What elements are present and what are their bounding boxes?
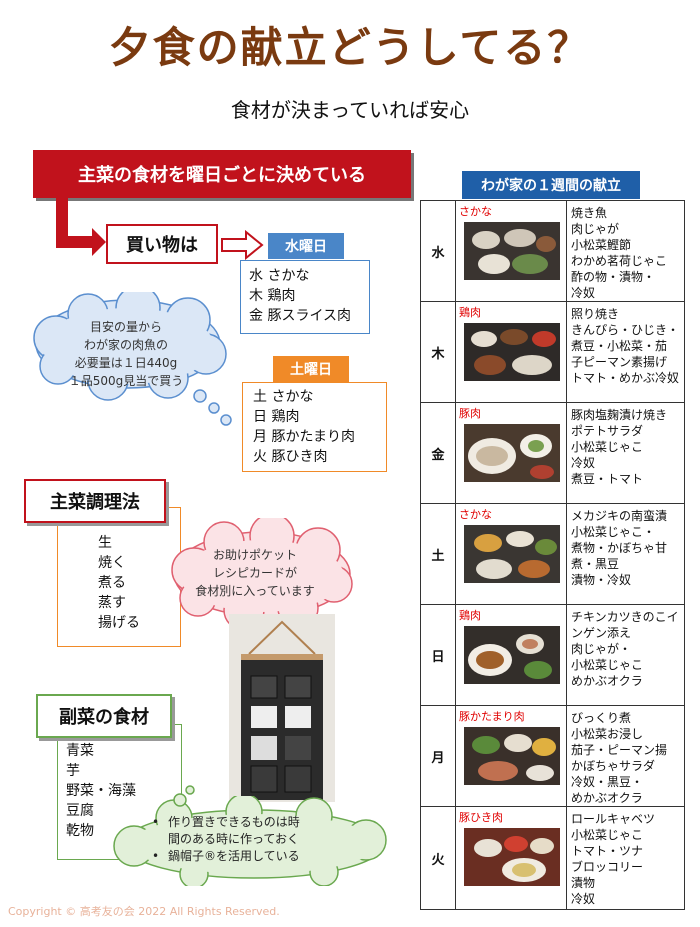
day-cell: 土 bbox=[420, 503, 456, 605]
food-cell: さかな bbox=[455, 503, 567, 605]
cloud-amount-line: 目安の量から bbox=[89, 320, 162, 334]
category-label: 豚かたまり肉 bbox=[459, 710, 525, 723]
cloud-amount-shape bbox=[33, 292, 232, 426]
dish-photo bbox=[464, 828, 560, 886]
side-dish-heading: 副菜の食材 bbox=[36, 694, 172, 738]
saturday-line: 日 鶏肉 bbox=[253, 409, 300, 425]
cloud-tips-shape bbox=[113, 796, 387, 886]
cloud-pocket-line: レシピカードが bbox=[212, 566, 297, 580]
cloud-amount: 目安の量から わが家の肉魚の 必要量は１日440g １品500g見当で買う bbox=[38, 318, 214, 390]
cooking-method: 揚げる bbox=[98, 615, 140, 631]
cloud-amount-line: １品500g見当で買う bbox=[68, 374, 184, 388]
category-label: さかな bbox=[459, 508, 492, 521]
side-dish-item: 青菜 bbox=[66, 743, 94, 759]
shopping-label: 買い物は bbox=[106, 224, 218, 264]
page-title: 夕食の献立どうしてる？ bbox=[108, 23, 592, 72]
bullet-icon: • bbox=[152, 815, 160, 829]
cloud-tips: • 作り置きできるものは時 間のある時に作っておく • 鍋帽子®を活用している bbox=[152, 814, 364, 865]
dish-photo bbox=[464, 626, 560, 684]
week-title: わが家の１週間の献立 bbox=[462, 171, 640, 199]
cooking-heading: 主菜調理法 bbox=[24, 479, 166, 523]
open-arrow-icon bbox=[221, 230, 264, 260]
category-label: 豚肉 bbox=[459, 407, 481, 420]
cloud-pocket-line: お助けポケット bbox=[212, 548, 297, 562]
menu-cell: びっくり煮 小松菜お浸し 茄子・ピーマン揚 かぼちゃサラダ 冷奴・黒豆・ めかぶ… bbox=[566, 705, 685, 807]
week-row: 木 鶏肉 照り焼き きんぴら・ひじき・ 煮豆・小松菜・茄 子ピーマン素揚げ トマ… bbox=[420, 301, 685, 403]
main-banner: 主菜の食材を曜日ごとに決めている bbox=[33, 150, 411, 198]
saturday-tag: 土曜日 bbox=[273, 356, 349, 382]
recipe-pocket-photo bbox=[229, 614, 335, 802]
pocket-organizer-image bbox=[229, 614, 335, 802]
l-arrow-icon bbox=[56, 198, 106, 256]
dish-photo bbox=[464, 727, 560, 785]
saturday-line: 火 豚ひき肉 bbox=[253, 449, 328, 465]
wednesday-list: 水 さかな 木 鶏肉 金 豚スライス肉 bbox=[240, 260, 370, 334]
week-row: 土 さかな メカジキの南蛮漬 小松菜じゃこ・ 煮物・かぼちゃ甘 煮・黒豆 漬物・… bbox=[420, 503, 685, 605]
food-cell: 鶏肉 bbox=[455, 604, 567, 706]
dish-photo bbox=[464, 525, 560, 583]
week-row: 日 鶏肉 チキンカツきのこイ ンゲン添え 肉じゃが・ 小松菜じゃこ めかぶオクラ bbox=[420, 604, 685, 706]
wednesday-line: 水 さかな bbox=[249, 268, 310, 284]
side-dish-item: 乾物 bbox=[66, 823, 94, 839]
day-cell: 水 bbox=[420, 200, 456, 302]
cloud-amount-line: 必要量は１日440g bbox=[74, 356, 178, 370]
food-cell: さかな bbox=[455, 200, 567, 302]
dish-photo bbox=[464, 424, 560, 482]
category-label: さかな bbox=[459, 205, 492, 218]
week-table: 水 さかな 焼き魚 肉じゃが 小松菜鰹節 わかめ茗荷じゃこ 酢の物・漬物・ 冷奴… bbox=[420, 200, 685, 910]
wednesday-tag: 水曜日 bbox=[268, 233, 344, 259]
saturday-line: 月 豚かたまり肉 bbox=[253, 429, 356, 445]
menu-cell: 豚肉塩麹漬け焼き ポテトサラダ 小松菜じゃこ 冷奴 煮豆・トマト bbox=[566, 402, 685, 504]
cooking-method: 生 bbox=[98, 535, 112, 551]
food-cell: 豚ひき肉 bbox=[455, 806, 567, 910]
wednesday-line: 木 鶏肉 bbox=[249, 288, 296, 304]
day-cell: 月 bbox=[420, 705, 456, 807]
category-label: 鶏肉 bbox=[459, 306, 481, 319]
menu-cell: 焼き魚 肉じゃが 小松菜鰹節 わかめ茗荷じゃこ 酢の物・漬物・ 冷奴 bbox=[566, 200, 685, 302]
food-cell: 鶏肉 bbox=[455, 301, 567, 403]
cloud-pocket: お助けポケット レシピカードが 食材別に入っています bbox=[170, 546, 340, 600]
cooking-method: 煮る bbox=[98, 575, 126, 591]
tip-item: • 作り置きできるものは時 bbox=[152, 814, 364, 831]
side-dish-item: 豆腐 bbox=[66, 803, 94, 819]
menu-cell: ロールキャベツ 小松菜じゃこ トマト・ツナ ブロッコリー 漬物 冷奴 bbox=[566, 806, 685, 910]
cloud-pocket-line: 食材別に入っています bbox=[195, 584, 315, 598]
tip-line: 作り置きできるものは時 bbox=[168, 815, 300, 829]
menu-cell: 照り焼き きんぴら・ひじき・ 煮豆・小松菜・茄 子ピーマン素揚げ トマト・めかぶ… bbox=[566, 301, 685, 403]
saturday-list: 土 さかな 日 鶏肉 月 豚かたまり肉 火 豚ひき肉 bbox=[242, 382, 387, 472]
saturday-line: 土 さかな bbox=[253, 389, 314, 405]
food-cell: 豚肉 bbox=[455, 402, 567, 504]
week-row: 金 豚肉 豚肉塩麹漬け焼き ポテトサラダ 小松菜じゃこ 冷奴 煮豆・トマト bbox=[420, 402, 685, 504]
bullet-icon: • bbox=[152, 849, 160, 863]
tip-line: 鍋帽子®を活用している bbox=[168, 849, 300, 863]
cloud-tips-tail-icon bbox=[173, 785, 195, 807]
side-dish-item: 芋 bbox=[66, 763, 80, 779]
week-row: 火 豚ひき肉 ロールキャベツ 小松菜じゃこ トマト・ツナ ブロッコリー 漬物 冷… bbox=[420, 806, 685, 910]
cloud-amount-line: わが家の肉魚の bbox=[83, 338, 168, 352]
day-cell: 木 bbox=[420, 301, 456, 403]
side-dish-item: 野菜・海藻 bbox=[66, 783, 136, 799]
week-row: 月 豚かたまり肉 びっくり煮 小松菜お浸し 茄子・ピーマン揚 かぼちゃサラダ 冷… bbox=[420, 705, 685, 807]
copyright-footer: Copyright © 高考友の会 2022 All Rights Reserv… bbox=[8, 905, 280, 918]
cooking-method: 蒸す bbox=[98, 595, 126, 611]
menu-cell: チキンカツきのこイ ンゲン添え 肉じゃが・ 小松菜じゃこ めかぶオクラ bbox=[566, 604, 685, 706]
tip-item: • 鍋帽子®を活用している bbox=[152, 848, 364, 865]
cooking-method: 焼く bbox=[98, 555, 126, 571]
dish-photo bbox=[464, 222, 560, 280]
day-cell: 日 bbox=[420, 604, 456, 706]
dish-photo bbox=[464, 323, 560, 381]
food-cell: 豚かたまり肉 bbox=[455, 705, 567, 807]
category-label: 豚ひき肉 bbox=[459, 811, 503, 824]
menu-cell: メカジキの南蛮漬 小松菜じゃこ・ 煮物・かぼちゃ甘 煮・黒豆 漬物・冷奴 bbox=[566, 503, 685, 605]
cloud-pocket-shape bbox=[171, 518, 353, 654]
tip-line: 間のある時に作っておく bbox=[168, 832, 300, 846]
page-subtitle: 食材が決まっていれば安心 bbox=[230, 98, 470, 122]
day-cell: 金 bbox=[420, 402, 456, 504]
category-label: 鶏肉 bbox=[459, 609, 481, 622]
wednesday-line: 金 豚スライス肉 bbox=[249, 308, 352, 324]
week-row: 水 さかな 焼き魚 肉じゃが 小松菜鰹節 わかめ茗荷じゃこ 酢の物・漬物・ 冷奴 bbox=[420, 200, 685, 302]
day-cell: 火 bbox=[420, 806, 456, 910]
